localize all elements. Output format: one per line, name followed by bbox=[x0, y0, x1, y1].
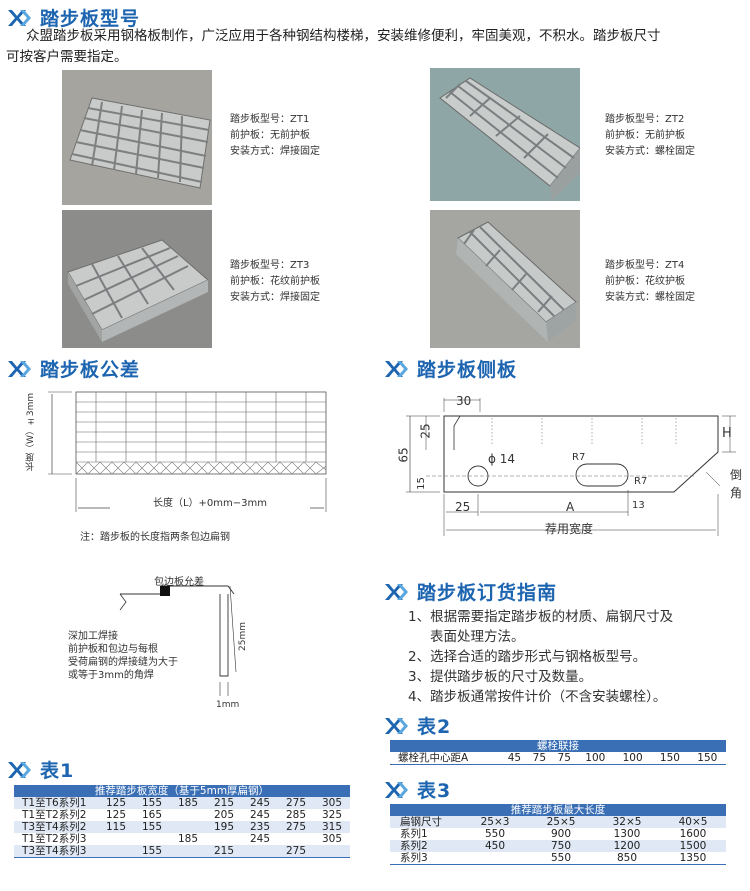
dim-1mm: 1mm bbox=[216, 700, 240, 710]
brand-logo-icon bbox=[8, 9, 31, 26]
table-row: T1至T2系列2 125 165 205 245 285 325 bbox=[14, 809, 350, 821]
list-item: 4、踏步板通常按件计价（不含安装螺栓）。 bbox=[408, 689, 667, 705]
table1: 推荐踏步板宽度（基于5mm厚扁钢） T1至T6系列1 125 155 185 2… bbox=[14, 785, 350, 858]
brand-logo-icon bbox=[8, 761, 31, 778]
spec-zt1: 踏步板型号：ZT1 前护板：无前护板 安装方式：焊接固定 bbox=[230, 114, 320, 157]
brand-logo-icon bbox=[385, 583, 408, 600]
spec-zt2: 踏步板型号：ZT2 前护板：无前护板 安装方式：螺栓固定 bbox=[605, 114, 695, 157]
dim-65: 65 bbox=[396, 447, 411, 463]
hole-diameter: ϕ 14 bbox=[488, 452, 515, 466]
dim-25-bottom: 25 bbox=[455, 500, 471, 514]
spec-zt4: 踏步板型号：ZT4 前护板：花纹护板 安装方式：螺栓固定 bbox=[605, 260, 695, 303]
edge-tolerance-label: 包边板允差 bbox=[154, 577, 204, 588]
list-item: 3、提供踏步板的尺寸及数量。 bbox=[408, 669, 593, 685]
recommended-width-label: 荐用宽度 bbox=[545, 522, 594, 536]
section-title-models: 踏步板型号 bbox=[6, 4, 140, 31]
table2-header: 螺栓联接 bbox=[390, 740, 726, 752]
table-row: T3至T4系列3 155 215 275 bbox=[14, 845, 350, 858]
order-guide-list: 1、根据需要指定踏步板的材质、扁钢尺寸及 表面处理方法。 2、选择合适的踏步形式… bbox=[408, 607, 673, 707]
section-title-table2: 表2 bbox=[383, 712, 451, 739]
section-title-tolerance: 踏步板公差 bbox=[6, 355, 140, 382]
chamfer-label: 倒 角 bbox=[730, 468, 743, 500]
section-title-text: 踏步板型号 bbox=[40, 8, 141, 30]
dim-15: 15 bbox=[415, 477, 427, 490]
section-title-table1: 表1 bbox=[6, 756, 74, 783]
brand-logo-icon bbox=[385, 781, 408, 798]
list-item: 2、选择合适的踏步形式与钢格板型号。 bbox=[408, 649, 647, 665]
width-tolerance-label: 长度（W）±3mm bbox=[26, 392, 36, 472]
brand-logo-icon bbox=[8, 360, 31, 377]
brand-logo-icon bbox=[385, 360, 408, 377]
photo-zt4 bbox=[430, 210, 580, 348]
radius-r7-top: R7 bbox=[572, 452, 586, 463]
side-plate-diagram bbox=[396, 390, 746, 540]
section-title-side: 踏步板侧板 bbox=[383, 355, 517, 382]
dim-30: 30 bbox=[456, 394, 472, 408]
table1-header: 推荐踏步板宽度（基于5mm厚扁钢） bbox=[14, 785, 350, 797]
table-row: 系列3 550 850 1350 bbox=[390, 852, 726, 865]
table-row: 系列1 550 900 1300 1600 bbox=[390, 828, 726, 840]
weld-description: 深加工焊接 前护板和包边与每根 受荷扁钢的焊接缝为大于 或等于3mm的角焊 bbox=[68, 631, 178, 681]
weld-detail-diagram bbox=[112, 572, 252, 712]
radius-r7-bottom: R7 bbox=[634, 476, 648, 487]
photo-zt1 bbox=[62, 70, 212, 205]
section-title-table3: 表3 bbox=[383, 776, 451, 803]
dim-a: A bbox=[566, 500, 575, 514]
intro-paragraph: 众盟踏步板采用钢格板制作，广泛应用于各种钢结构楼梯，安装维修便利，牢固美观，不积… bbox=[6, 28, 661, 65]
tolerance-diagram bbox=[30, 390, 330, 520]
section-title-order: 踏步板订货指南 bbox=[383, 578, 557, 605]
table-row: 扁钢尺寸 25×3 25×5 32×5 40×5 bbox=[390, 816, 726, 828]
list-item: 表面处理方法。 bbox=[430, 629, 525, 645]
table3: 推荐踏步板最大长度 扁钢尺寸 25×3 25×5 32×5 40×5 系列1 5… bbox=[390, 804, 726, 865]
brand-logo-icon bbox=[385, 717, 408, 734]
photo-zt2 bbox=[430, 68, 580, 201]
dim-25mm: 25mm bbox=[238, 622, 248, 651]
dim-13: 13 bbox=[632, 500, 645, 511]
table-row: T1至T2系列3 185 245 305 bbox=[14, 833, 350, 845]
photo-zt3 bbox=[62, 210, 212, 348]
table2: 螺栓联接 螺栓孔中心距A 45 75 75 100 100 150 150 bbox=[390, 740, 726, 765]
table3-header: 推荐踏步板最大长度 bbox=[390, 804, 726, 816]
table-row: 系列2 450 750 1200 1500 bbox=[390, 840, 726, 852]
spec-zt3: 踏步板型号：ZT3 前护板：花纹前护板 安装方式：焊接固定 bbox=[230, 260, 320, 303]
table-row: T1至T6系列1 125 155 185 215 245 275 305 bbox=[14, 797, 350, 809]
tolerance-note: 注：踏步板的长度指两条包边扁钢 bbox=[80, 532, 230, 543]
table-row: T3至T4系列2 115 155 195 235 275 315 bbox=[14, 821, 350, 833]
list-item: 1、根据需要指定踏步板的材质、扁钢尺寸及 bbox=[408, 609, 674, 625]
dim-h: H bbox=[722, 426, 732, 441]
dim-25-vertical: 25 bbox=[418, 423, 433, 439]
length-tolerance-label: 长度（L）+0mm−3mm bbox=[110, 494, 310, 509]
